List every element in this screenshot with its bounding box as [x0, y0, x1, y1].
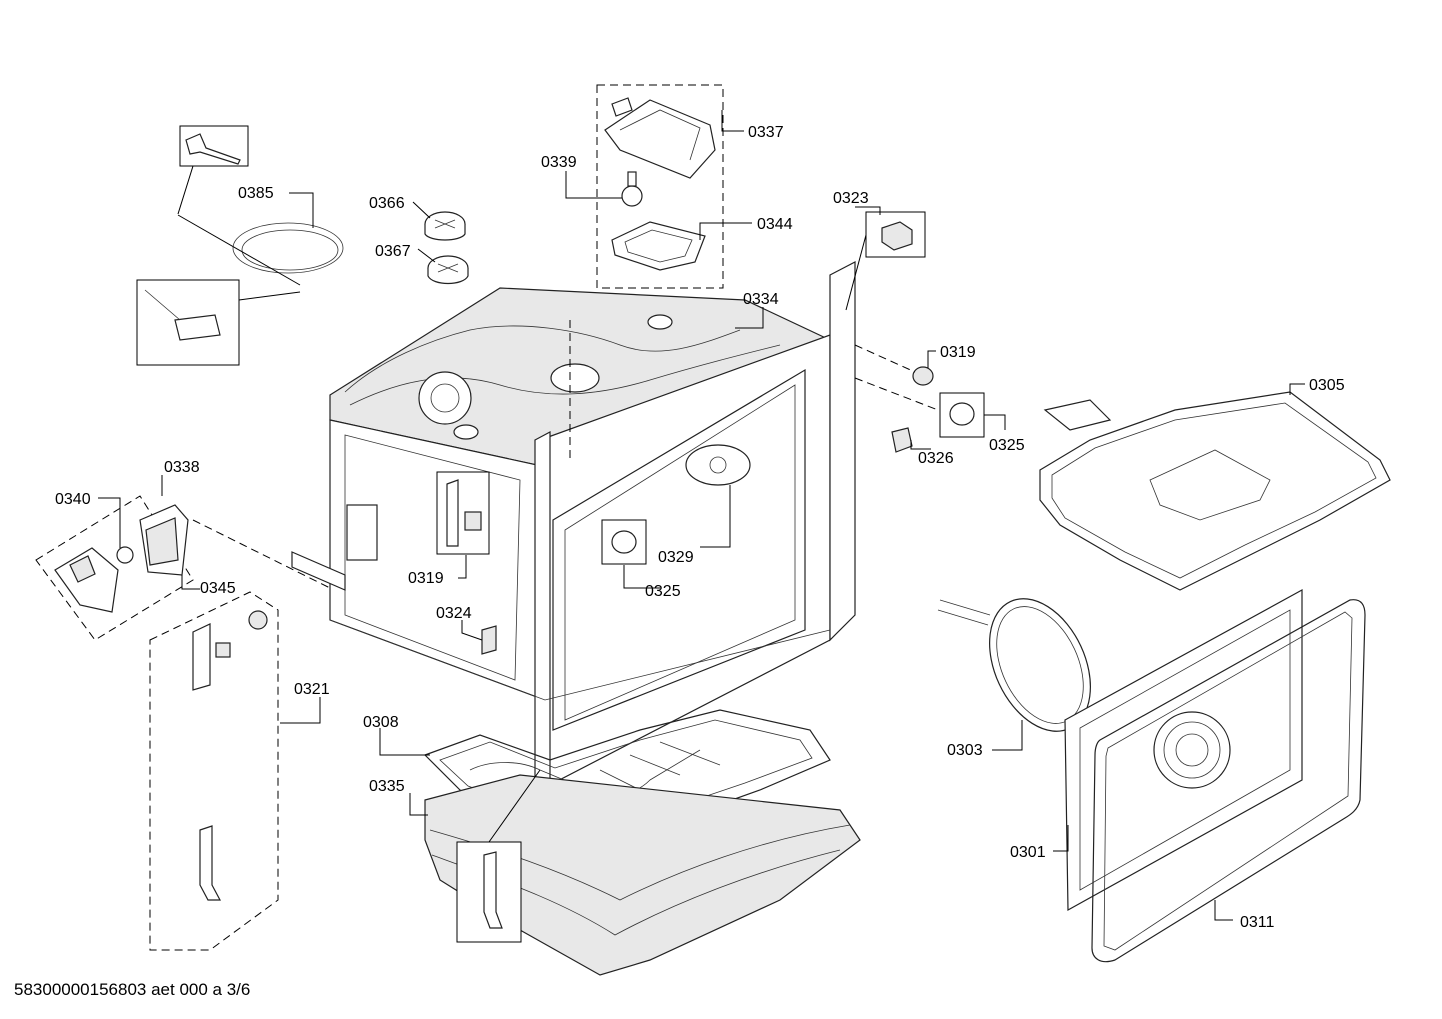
label-0367: 0367 [375, 243, 411, 260]
part-0325-right [939, 392, 985, 438]
label-0323: 0323 [833, 190, 869, 207]
label-0340: 0340 [55, 491, 91, 508]
label-0321: 0321 [294, 681, 330, 698]
part-0326 [891, 427, 913, 453]
label-0326: 0326 [918, 450, 954, 467]
label-0301: 0301 [1010, 844, 1046, 861]
grill-element-0305 [1039, 391, 1391, 591]
label-0325-center: 0325 [645, 583, 681, 600]
part-0325-center [601, 519, 647, 565]
door-seal-0311 [1091, 599, 1366, 963]
switch-group-0338 [35, 495, 194, 641]
lamp-assembly-group [596, 84, 724, 289]
fan-hubs-0366-0367 [424, 211, 469, 285]
alignment-lines [192, 320, 939, 589]
label-0344: 0344 [757, 216, 793, 233]
label-0319-right: 0319 [940, 344, 976, 361]
part-0319-left [436, 471, 490, 555]
oven-cavity-0334 [291, 261, 856, 807]
label-0308: 0308 [363, 714, 399, 731]
document-code: 58300000156803 aet 000 a 3/6 [14, 980, 251, 999]
bracket-group-0321 [149, 591, 279, 951]
label-0305: 0305 [1309, 377, 1345, 394]
label-0319-left: 0319 [408, 570, 444, 587]
label-0339: 0339 [541, 154, 577, 171]
label-0345: 0345 [200, 580, 236, 597]
label-0303: 0303 [947, 742, 983, 759]
label-0329: 0329 [658, 549, 694, 566]
label-0325-right: 0325 [989, 437, 1025, 454]
bottom-bracket-box [456, 841, 522, 943]
back-panel-0301 [1064, 588, 1303, 912]
label-0385: 0385 [238, 185, 274, 202]
label-0338: 0338 [164, 459, 200, 476]
part-labels: 0385 0366 0367 0339 0337 0344 0334 0323 … [55, 124, 1345, 931]
part-0323 [865, 211, 926, 258]
label-0334: 0334 [743, 291, 779, 308]
thermostat-sensor-0385 [136, 125, 344, 366]
part-0324 [481, 625, 497, 655]
label-0335: 0335 [369, 778, 405, 795]
leader-lines [98, 110, 1305, 921]
label-0311: 0311 [1240, 914, 1275, 931]
label-0366: 0366 [369, 195, 405, 212]
label-0324: 0324 [436, 605, 472, 622]
label-0337: 0337 [748, 124, 784, 141]
part-0319-right [912, 366, 934, 386]
